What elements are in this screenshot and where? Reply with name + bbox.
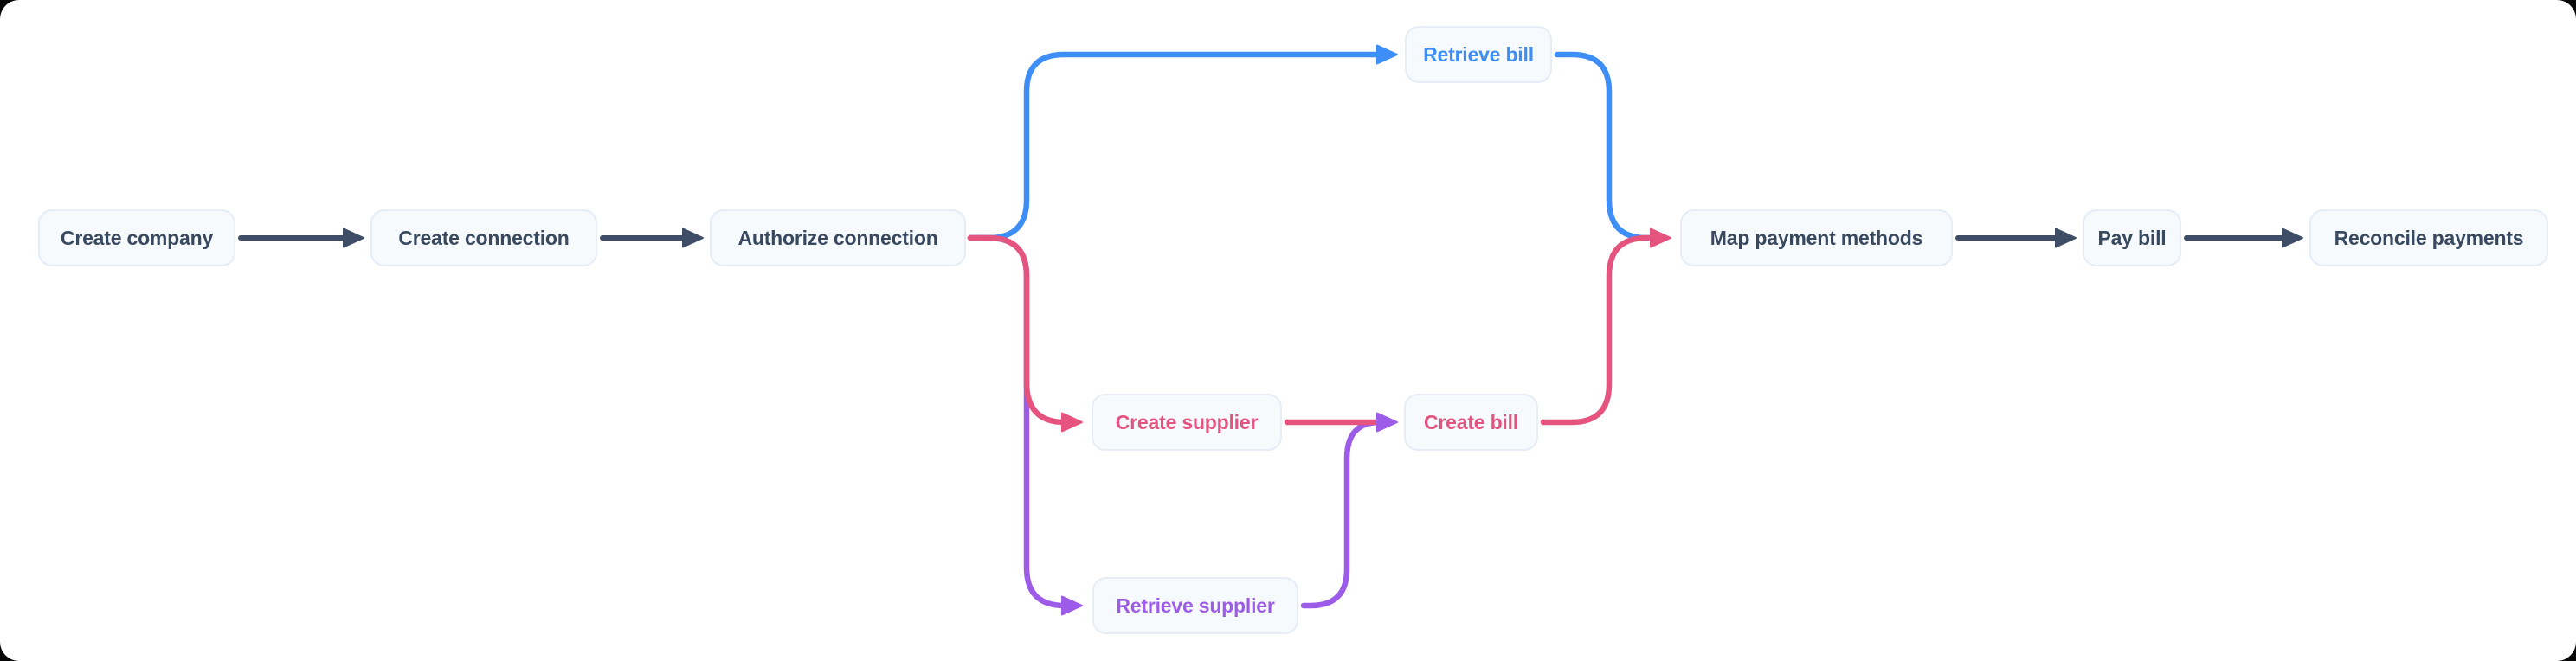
flow-node-label: Retrieve supplier (1116, 594, 1275, 617)
edge-retrieve-supplier-to-create-bill (1300, 419, 1383, 609)
flow-node-label: Authorize connection (737, 226, 938, 249)
flow-node-label: Retrieve bill (1423, 42, 1534, 66)
flow-node-label: Create company (60, 226, 214, 249)
flow-node-pay-bill: Pay bill (2083, 209, 2181, 266)
arrowhead-authorize-connection-to-retrieve-supplier (1061, 595, 1083, 616)
arrowhead-create-bill-to-map-payment-methods (1650, 228, 1671, 248)
flow-node-label: Reconcile payments (2334, 226, 2524, 249)
flow-node-label: Map payment methods (1710, 226, 1923, 249)
arrowhead-create-company-to-create-connection (343, 228, 364, 248)
flow-node-create-connection: Create connection (370, 209, 597, 266)
flow-node-map-payment-methods: Map payment methods (1680, 209, 1953, 266)
flow-node-create-bill: Create bill (1404, 394, 1538, 451)
arrowhead-create-connection-to-authorize-connection (682, 228, 704, 248)
arrowhead-authorize-connection-to-create-supplier (1061, 412, 1083, 433)
flow-node-label: Create bill (1423, 410, 1518, 433)
arrowhead-authorize-connection-to-retrieve-bill (1376, 44, 1398, 65)
flow-node-label: Create connection (398, 226, 570, 249)
arrowhead-map-payment-methods-to-pay-bill (2055, 228, 2077, 248)
edge-retrieve-bill-to-map-payment-methods (1554, 51, 1655, 241)
edge-authorize-connection-to-retrieve-bill (967, 51, 1381, 241)
flow-node-reconcile-payments: Reconcile payments (2309, 209, 2548, 266)
flow-node-label: Create supplier (1115, 410, 1259, 433)
arrowhead-retrieve-supplier-to-create-bill (1376, 412, 1398, 433)
edge-authorize-connection-to-create-supplier (967, 234, 1068, 426)
edge-create-bill-to-map-payment-methods (1540, 234, 1655, 426)
flow-node-label: Pay bill (2097, 226, 2167, 249)
flow-node-create-supplier: Create supplier (1092, 394, 1282, 451)
flow-node-retrieve-bill: Retrieve bill (1405, 26, 1552, 83)
flow-node-authorize-connection: Authorize connection (710, 209, 966, 266)
arrowhead-pay-bill-to-reconcile-payments (2282, 228, 2303, 248)
flow-node-create-company: Create company (38, 209, 235, 266)
flow-node-retrieve-supplier: Retrieve supplier (1092, 577, 1298, 634)
